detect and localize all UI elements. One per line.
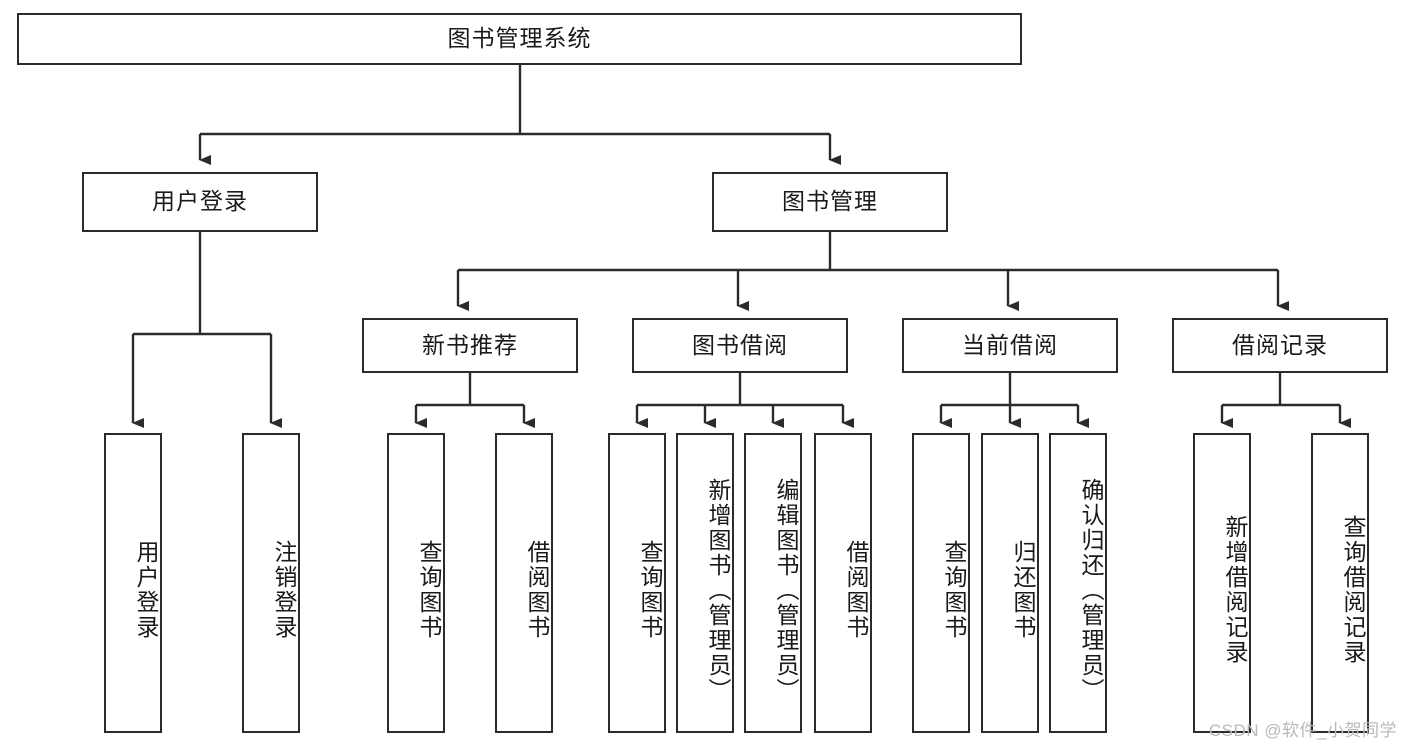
node-leaf-query-book-1[interactable]: 查询图书 — [387, 433, 445, 733]
node-leaf-return-book-label: 归还图书 — [1010, 540, 1036, 640]
node-current-borrow[interactable]: 当前借阅 — [902, 318, 1118, 373]
node-book-manage-label: 图书管理 — [782, 188, 878, 215]
node-root-label: 图书管理系统 — [447, 25, 592, 52]
node-book-manage[interactable]: 图书管理 — [712, 172, 948, 232]
node-new-book-recommend[interactable]: 新书推荐 — [362, 318, 578, 373]
node-leaf-return-book[interactable]: 归还图书 — [981, 433, 1039, 733]
node-leaf-edit-book-admin[interactable]: 编辑图书（管理员） — [744, 433, 802, 733]
node-borrow-record-label: 借阅记录 — [1232, 331, 1328, 358]
node-leaf-confirm-return-admin[interactable]: 确认归还（管理员） — [1049, 433, 1107, 733]
node-borrow-record[interactable]: 借阅记录 — [1172, 318, 1388, 373]
node-current-borrow-label: 当前借阅 — [962, 331, 1058, 358]
node-leaf-query-record[interactable]: 查询借阅记录 — [1311, 433, 1369, 733]
node-leaf-add-book-admin[interactable]: 新增图书（管理员） — [676, 433, 734, 733]
node-book-borrow[interactable]: 图书借阅 — [632, 318, 848, 373]
node-leaf-borrow-book-1-label: 借阅图书 — [524, 540, 550, 640]
node-leaf-logout-label: 注销登录 — [271, 540, 297, 640]
node-leaf-query-book-3-label: 查询图书 — [941, 540, 967, 640]
node-root[interactable]: 图书管理系统 — [17, 13, 1022, 65]
node-leaf-query-record-label: 查询借阅记录 — [1340, 515, 1366, 665]
node-user-login[interactable]: 用户登录 — [82, 172, 318, 232]
node-leaf-borrow-book-1[interactable]: 借阅图书 — [495, 433, 553, 733]
node-leaf-borrow-book-2[interactable]: 借阅图书 — [814, 433, 872, 733]
node-leaf-query-book-1-label: 查询图书 — [416, 540, 442, 640]
node-leaf-edit-book-admin-label: 编辑图书（管理员） — [773, 477, 799, 703]
node-leaf-borrow-book-2-label: 借阅图书 — [843, 540, 869, 640]
node-leaf-add-record-label: 新增借阅记录 — [1222, 515, 1248, 665]
node-leaf-user-login[interactable]: 用户登录 — [104, 433, 162, 733]
node-leaf-logout[interactable]: 注销登录 — [242, 433, 300, 733]
node-leaf-query-book-2-label: 查询图书 — [637, 540, 663, 640]
node-leaf-query-book-2[interactable]: 查询图书 — [608, 433, 666, 733]
node-leaf-user-login-label: 用户登录 — [133, 540, 159, 640]
node-book-borrow-label: 图书借阅 — [692, 331, 788, 358]
node-new-book-recommend-label: 新书推荐 — [422, 331, 518, 358]
node-leaf-add-record[interactable]: 新增借阅记录 — [1193, 433, 1251, 733]
node-user-login-label: 用户登录 — [152, 188, 248, 215]
node-leaf-add-book-admin-label: 新增图书（管理员） — [705, 477, 731, 703]
node-leaf-confirm-return-admin-label: 确认归还（管理员） — [1078, 477, 1104, 703]
node-leaf-query-book-3[interactable]: 查询图书 — [912, 433, 970, 733]
watermark-text: CSDN @软件_小贺同学 — [1208, 721, 1397, 740]
